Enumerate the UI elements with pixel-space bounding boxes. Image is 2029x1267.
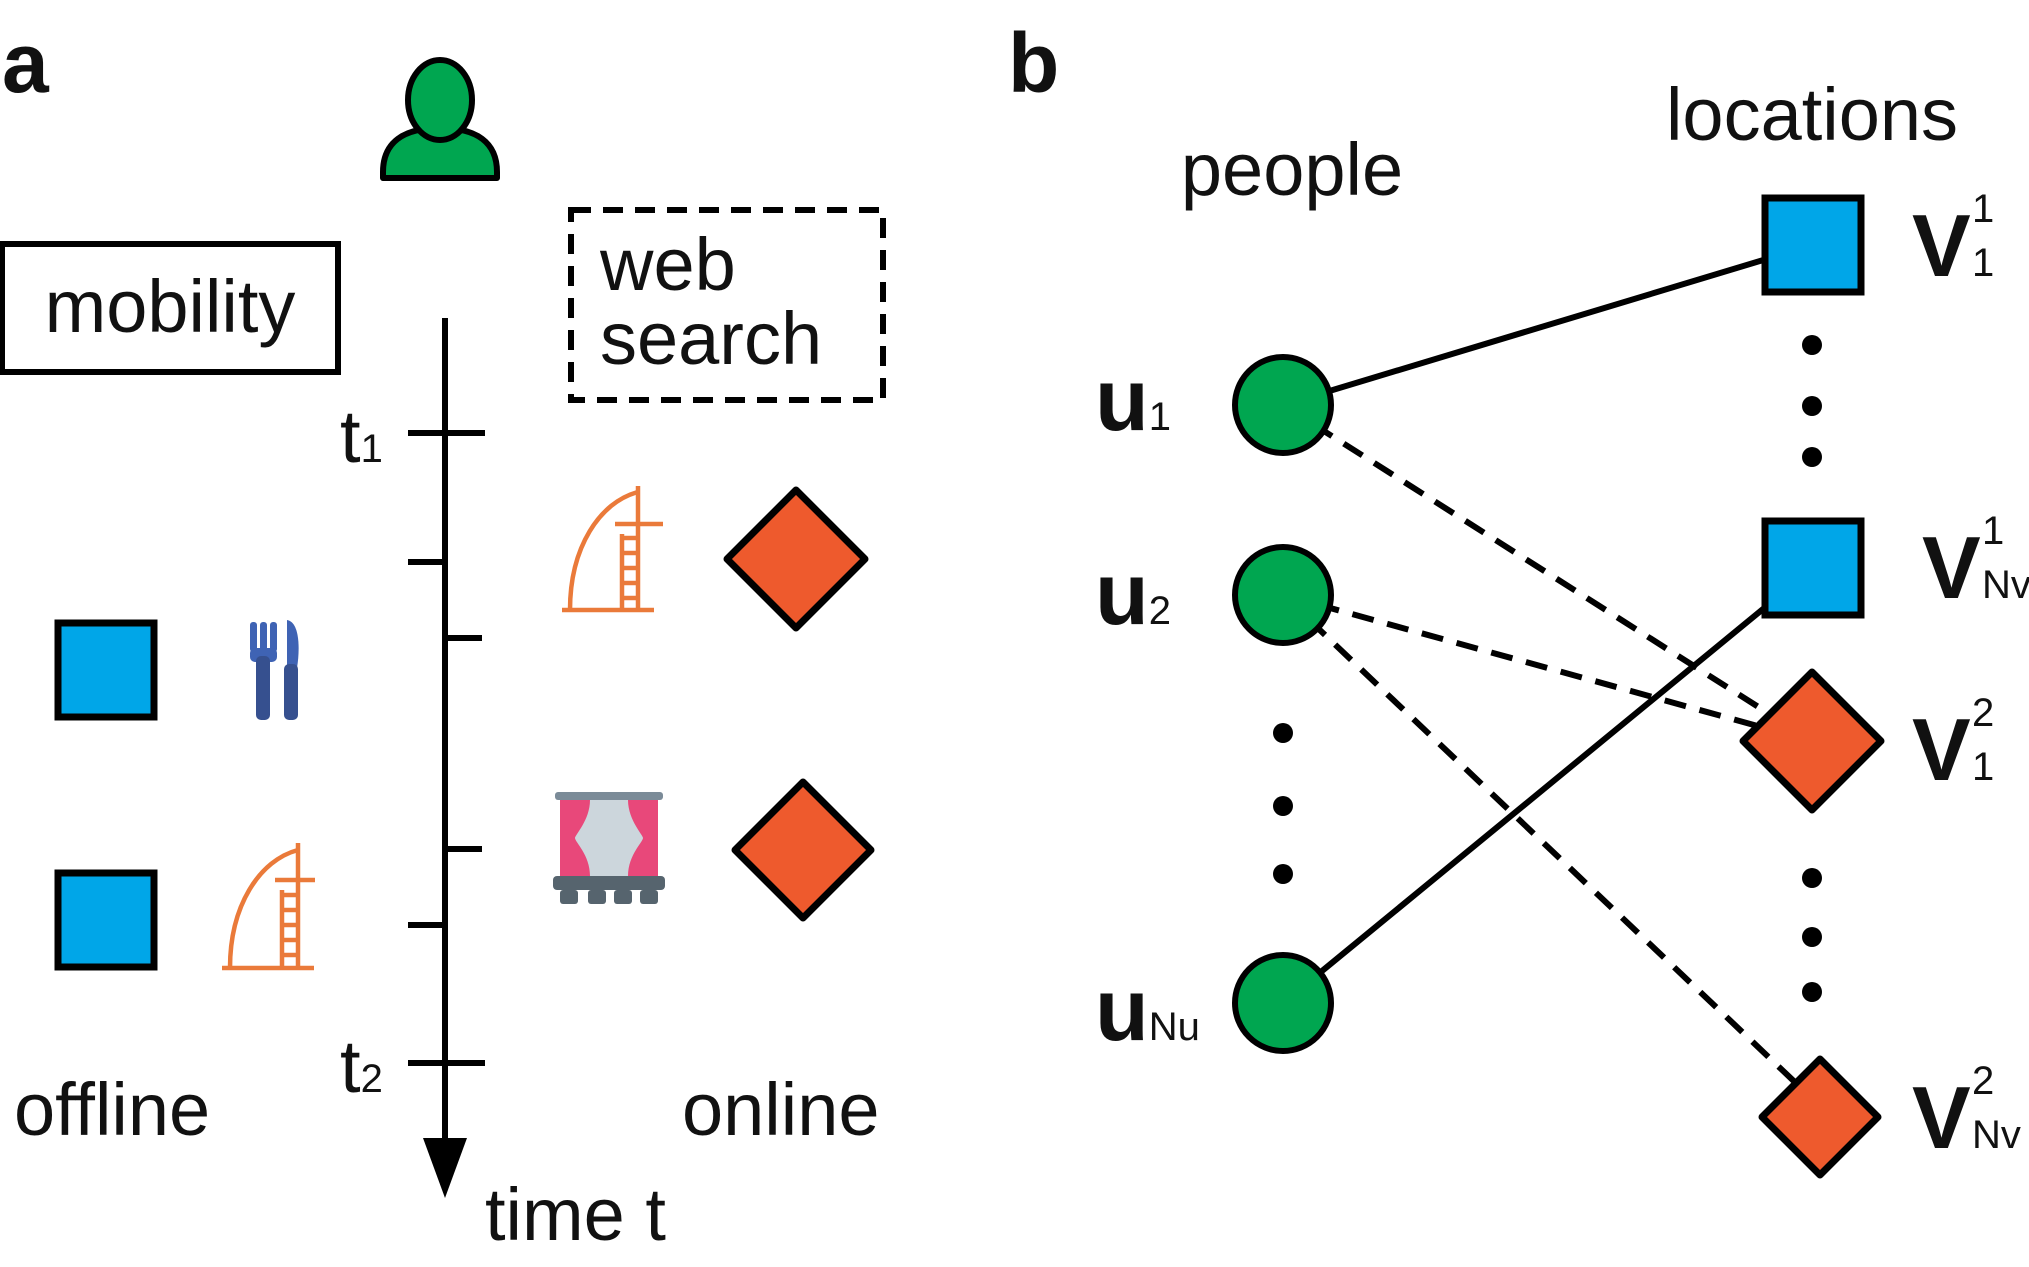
mobility-box: mobility	[0, 241, 341, 375]
v2-sub: Nv	[1982, 563, 2029, 607]
restaurant-icon	[250, 620, 299, 720]
location-square-v1	[1761, 194, 1865, 296]
graph-edges	[1280, 242, 1823, 1109]
label-v4: V 2 Nv	[1912, 1059, 2021, 1167]
v2-main: V	[1922, 518, 1981, 617]
label-v2: V 1 Nv	[1922, 509, 2029, 617]
theater-icon	[553, 792, 665, 904]
online-label: online	[682, 1068, 880, 1151]
people-ellipsis	[1273, 723, 1293, 884]
v2-sup: 1	[1982, 509, 2004, 553]
v3-sup: 2	[1972, 691, 1994, 735]
people-label: people	[1181, 128, 1403, 211]
v4-sup: 2	[1972, 1059, 1994, 1103]
online-diamond-2	[731, 778, 875, 922]
person-node-u1	[1232, 354, 1334, 456]
v1-sub: 1	[1972, 241, 1994, 285]
locations-ellipsis	[1802, 335, 1822, 1002]
panel-b-letter: b	[1008, 16, 1059, 110]
edge-u2-v3	[1282, 592, 1813, 744]
label-v1: V 1 1	[1912, 187, 1994, 295]
person-icon	[380, 57, 500, 181]
person-node-uN	[1232, 952, 1334, 1054]
edge-uN-v2	[1281, 565, 1815, 1006]
u2-main: u	[1095, 544, 1149, 643]
panel-a-letter: a	[2, 16, 50, 110]
t2-sub: 2	[361, 1057, 383, 1101]
edge-u2-v4	[1280, 592, 1823, 1109]
offline-square-1	[54, 619, 158, 721]
v3-sub: 1	[1972, 745, 1994, 789]
mobility-label: mobility	[45, 265, 296, 348]
label-u1: u1	[1095, 350, 1171, 449]
edge-u1-v1	[1282, 242, 1814, 408]
v4-sub: Nv	[1972, 1113, 2021, 1157]
t2-main: t	[340, 1025, 361, 1108]
location-square-v2	[1761, 517, 1865, 619]
v3-main: V	[1912, 700, 1971, 799]
burj-al-arab-icon	[562, 486, 663, 613]
time-label: time t	[485, 1173, 666, 1256]
location-diamond-v3	[1739, 668, 1885, 814]
offline-label: offline	[14, 1068, 210, 1151]
person-node-u2	[1232, 544, 1334, 646]
v4-main: V	[1912, 1068, 1971, 1167]
locations-label: locations	[1666, 73, 1958, 156]
label-uN: uNu	[1095, 960, 1200, 1059]
t1-sub: 1	[361, 427, 383, 471]
u2-sub: 2	[1149, 589, 1171, 633]
label-u2: u2	[1095, 544, 1171, 643]
u1-main: u	[1095, 350, 1149, 449]
burj-al-arab-icon	[222, 843, 315, 971]
web-search-box: web search	[568, 207, 886, 403]
offline-square-2	[54, 869, 158, 971]
t1-main: t	[340, 395, 361, 478]
web-search-line1: web	[599, 223, 736, 306]
label-v3: V 2 1	[1912, 691, 1994, 799]
v1-sup: 1	[1972, 187, 1994, 231]
web-search-line2: search	[600, 297, 822, 380]
t1-label: t1	[340, 395, 383, 478]
time-axis	[408, 318, 485, 1198]
t2-label: t2	[340, 1025, 383, 1108]
uN-main: u	[1095, 960, 1149, 1059]
edge-u1-v3	[1281, 402, 1814, 744]
u1-sub: 1	[1149, 395, 1171, 439]
online-diamond-1	[723, 486, 869, 632]
uN-sub: Nu	[1149, 1005, 1200, 1049]
v1-main: V	[1912, 196, 1971, 295]
location-diamond-v4	[1758, 1055, 1882, 1179]
